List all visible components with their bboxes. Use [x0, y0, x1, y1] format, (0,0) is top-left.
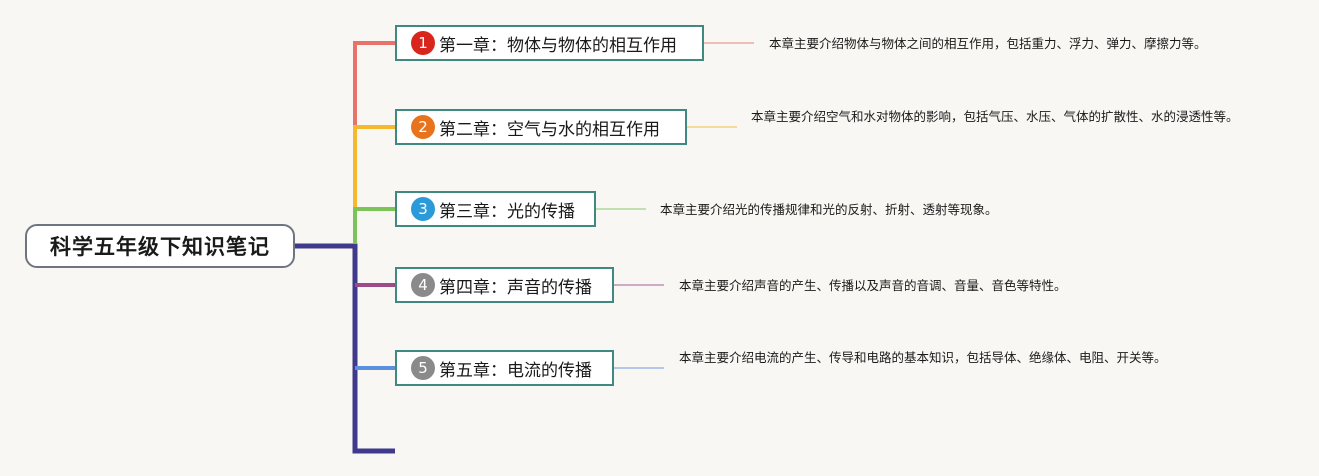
number-four-icon: 4 — [411, 273, 435, 297]
chapter-desc-5: 本章主要介绍电流的产生、传导和电路的基本知识，包括导体、绝缘体、电阻、开关等。 — [679, 350, 1167, 365]
chapter-title-5: 第五章：电流的传播 — [439, 360, 592, 381]
branch-line-1 — [353, 41, 395, 127]
chapter-title-4: 第四章：声音的传播 — [439, 277, 592, 298]
branch-line-3 — [353, 207, 395, 243]
chapter-title-3: 第三章：光的传播 — [439, 201, 575, 222]
number-three-icon: 3 — [411, 197, 435, 221]
number-five-icon: 5 — [411, 356, 435, 380]
branch-line-2 — [353, 125, 395, 209]
chapter-topic-5[interactable]: 5 第五章：电流的传播 — [395, 350, 614, 386]
chapter-topic-1[interactable]: 1 第一章：物体与物体的相互作用 — [395, 25, 704, 61]
chapter-topic-2[interactable]: 2 第二章：空气与水的相互作用 — [395, 109, 687, 145]
number-two-icon: 2 — [411, 115, 435, 139]
chapter-desc-2: 本章主要介绍空气和水对物体的影响，包括气压、水压、气体的扩散性、水的浸透性等。 — [751, 109, 1239, 124]
chapter-desc-4: 本章主要介绍声音的产生、传播以及声音的音调、音量、音色等特性。 — [679, 278, 1067, 293]
number-one-icon: 1 — [411, 31, 435, 55]
chapter-topic-4[interactable]: 4 第四章：声音的传播 — [395, 267, 614, 303]
chapter-title-1: 第一章：物体与物体的相互作用 — [439, 35, 677, 56]
chapter-title-2: 第二章：空气与水的相互作用 — [439, 119, 660, 140]
root-topic[interactable]: 科学五年级下知识笔记 — [25, 224, 295, 268]
root-title: 科学五年级下知识笔记 — [50, 235, 270, 259]
chapter-desc-1: 本章主要介绍物体与物体之间的相互作用，包括重力、浮力、弹力、摩擦力等。 — [769, 36, 1207, 51]
chapter-desc-3: 本章主要介绍光的传播规律和光的反射、折射、透射等现象。 — [660, 202, 998, 217]
root-connector — [295, 243, 395, 454]
chapter-topic-3[interactable]: 3 第三章：光的传播 — [395, 191, 596, 227]
